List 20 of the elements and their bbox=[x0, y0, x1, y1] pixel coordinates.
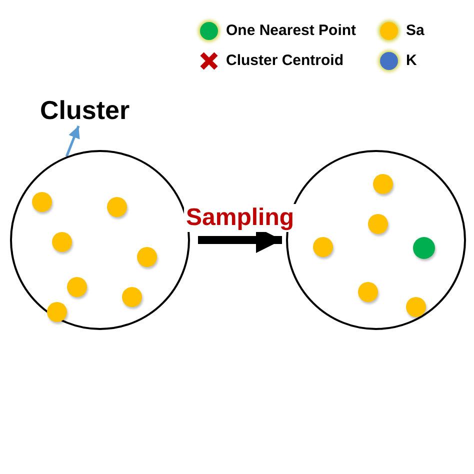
sample-dot bbox=[373, 174, 393, 194]
legend-label: Sa bbox=[406, 22, 424, 39]
leader-arrow bbox=[65, 126, 80, 157]
sample-dot bbox=[358, 282, 378, 302]
sample-dot bbox=[406, 297, 426, 317]
sample-dot bbox=[52, 232, 72, 252]
legend-label: Cluster Centroid bbox=[226, 52, 344, 69]
sample-dot bbox=[67, 277, 87, 297]
legend-label: K bbox=[406, 52, 417, 69]
sample-dot bbox=[32, 192, 52, 212]
sample-dot bbox=[137, 247, 157, 267]
cluster-title: Cluster bbox=[40, 95, 130, 126]
sample-dot bbox=[122, 287, 142, 307]
sample-dot bbox=[368, 214, 388, 234]
edge-label: Sampling bbox=[184, 204, 296, 232]
sample-dot bbox=[47, 302, 67, 322]
nearest-point-dot bbox=[413, 237, 435, 259]
legend-label: One Nearest Point bbox=[226, 22, 356, 39]
sample-dot bbox=[313, 237, 333, 257]
sample-dot bbox=[107, 197, 127, 217]
